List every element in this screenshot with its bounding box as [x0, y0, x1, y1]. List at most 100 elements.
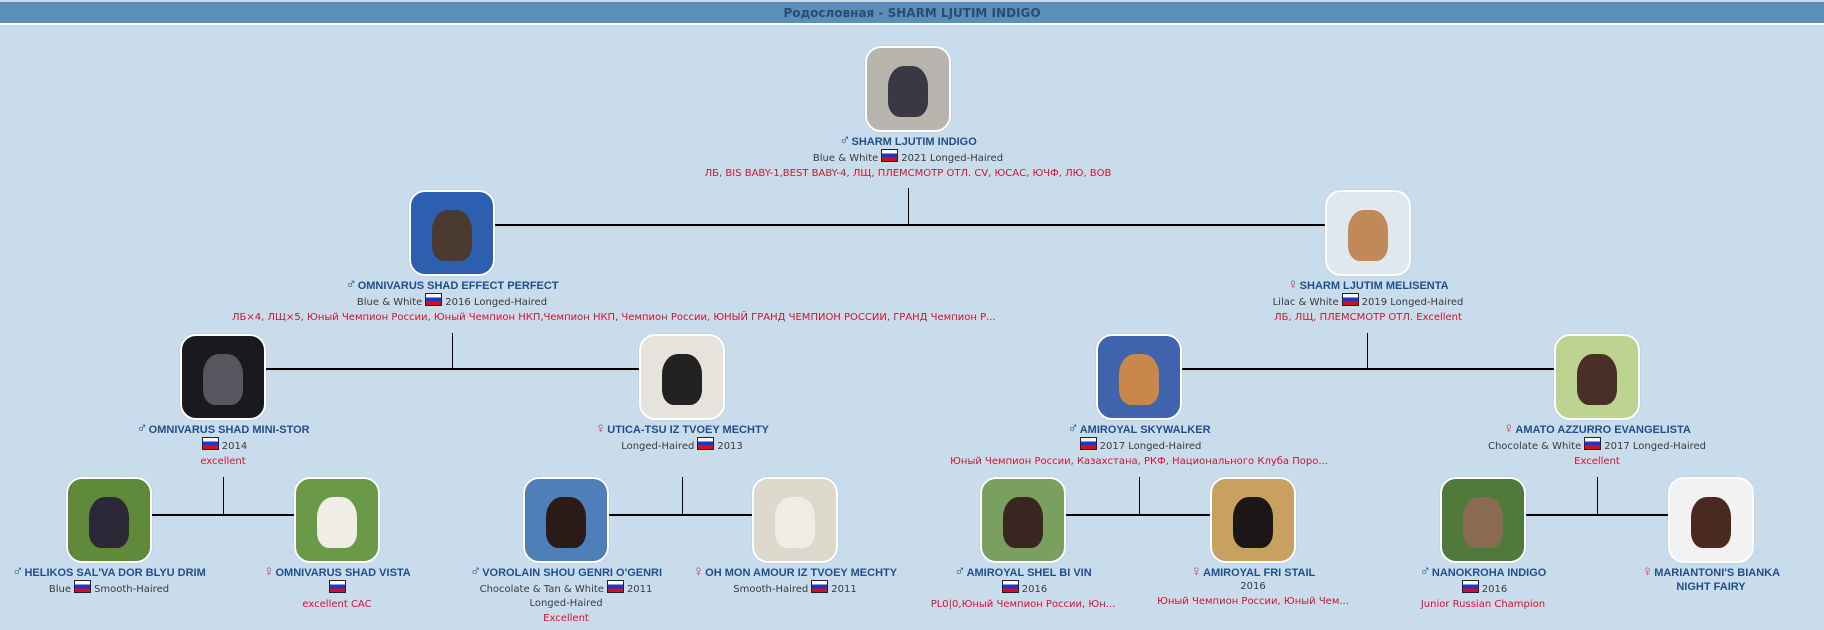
dog-name: VOROLAIN SHOU GENRI O'GENRI: [482, 567, 663, 579]
dog-photo[interactable]: [752, 477, 838, 563]
connector: [1525, 514, 1669, 516]
dog-photo[interactable]: [1325, 190, 1411, 276]
connector: [452, 333, 453, 368]
dog-name: OH MON AMOUR IZ TVOEY MECHTY: [705, 567, 898, 579]
russia-flag-icon: [881, 149, 899, 162]
dog-name-link[interactable]: ♂OMNIVARUS SHAD MINI-STOR: [3, 420, 443, 437]
dog-info: 2017 Longed-Haired: [919, 437, 1359, 454]
dog-silhouette: [203, 354, 243, 405]
dog-name-link[interactable]: ♂AMIROYAL SHEL BI VIN: [803, 563, 1243, 580]
dog-photo[interactable]: [1440, 477, 1526, 563]
russia-flag-icon: [606, 580, 624, 593]
dog-info: 2014: [3, 437, 443, 454]
dog-name-link[interactable]: ♂AMIROYAL SKYWALKER: [919, 420, 1359, 437]
dog-name-link[interactable]: ♀AMATO AZZURRO EVANGELISTA: [1377, 421, 1817, 437]
dog-silhouette: [1463, 497, 1503, 548]
female-icon: ♀: [595, 420, 607, 437]
dog-photo[interactable]: [523, 477, 609, 563]
male-icon: ♂: [136, 420, 148, 437]
female-icon: ♀: [263, 563, 275, 580]
female-icon: ♀: [1641, 563, 1654, 580]
dog-info-after: 2017 Longed-Haired: [1099, 441, 1202, 452]
dog-photo[interactable]: [66, 477, 152, 563]
dog-name: MARIANTONI'S BIANKA NIGHT FAIRY: [1654, 567, 1781, 593]
dog-photo[interactable]: [1096, 334, 1182, 420]
dog-titles: Excellent: [1574, 456, 1620, 467]
dog-photo[interactable]: [1668, 477, 1754, 563]
dog-name-link[interactable]: ♀UTICA-TSU IZ TVOEY MECHTY: [462, 420, 902, 437]
dog-name: SHARM LJUTIM MELISENTA: [1299, 280, 1449, 292]
dog-name-link[interactable]: ♀OH MON AMOUR IZ TVOEY MECHTY: [575, 564, 1015, 580]
dog-photo[interactable]: [639, 334, 725, 420]
dog-info-after: 2016: [1481, 584, 1508, 595]
dog-info-extra: Longed-Haired: [529, 598, 603, 609]
dog-name-link[interactable]: ♀AMIROYAL FRI STAIL: [1033, 563, 1473, 580]
dog-photo[interactable]: [294, 477, 380, 563]
dog-name-link[interactable]: ♀MARIANTONI'S BIANKA NIGHT FAIRY: [1636, 563, 1786, 594]
connector: [682, 477, 683, 514]
dog-silhouette: [1691, 497, 1731, 548]
dog-titles: Junior Russian Champion: [1420, 599, 1546, 610]
dog-info-before: Blue: [48, 584, 72, 595]
dog-name-link[interactable]: ♂VOROLAIN SHOU GENRI O'GENRI: [346, 564, 786, 580]
russia-flag-icon: [1341, 293, 1359, 306]
dog-name: HELIKOS SAL'VA DOR BLYU DRIM: [24, 567, 206, 579]
dog-name-link[interactable]: ♂OMNIVARUS SHAD EFFECT PERFECT: [232, 277, 672, 293]
dog-silhouette: [89, 497, 129, 548]
dog-name-link[interactable]: ♀SHARM LJUTIM MELISENTA: [1148, 277, 1588, 293]
connector: [1181, 368, 1555, 370]
dog-titles: excellent CAC: [302, 599, 372, 610]
dog-photo[interactable]: [409, 190, 495, 276]
dog-silhouette: [775, 497, 815, 548]
dog-name: OMNIVARUS SHAD MINI-STOR: [148, 424, 310, 436]
dog-info: 2016: [803, 580, 1243, 597]
dog-silhouette: [546, 497, 586, 548]
dog-name-link[interactable]: ♂HELIKOS SAL'VA DOR BLYU DRIM: [0, 563, 329, 580]
female-icon: ♀: [1190, 563, 1202, 580]
connector: [151, 514, 295, 516]
dog-photo[interactable]: [865, 46, 951, 132]
dog-name: AMATO AZZURRO EVANGELISTA: [1515, 424, 1691, 436]
dog-silhouette: [888, 66, 928, 117]
dog-photo[interactable]: [1554, 334, 1640, 420]
pedigree-node[interactable]: ♀OMNIVARUS SHAD VISTA excellent CAC: [117, 477, 557, 612]
male-icon: ♂: [954, 563, 966, 580]
dog-name-link[interactable]: ♂SHARM LJUTIM INDIGO: [688, 133, 1128, 149]
pedigree-node[interactable]: ♀AMATO AZZURRO EVANGELISTA Chocolate & Wh…: [1377, 334, 1817, 469]
dog-info-before: Chocolate & White: [1487, 441, 1582, 452]
dog-info-after: 2017 Longed-Haired: [1604, 441, 1707, 452]
dog-name: UTICA-TSU IZ TVOEY MECHTY: [607, 424, 769, 436]
connector: [265, 368, 640, 370]
dog-info-after: 2016: [1240, 581, 1266, 592]
dog-titles: PL0|0,Юный Чемпион России, Юн...: [930, 599, 1116, 610]
russia-flag-icon: [1079, 437, 1097, 450]
dog-info-after: 2021 Longed-Haired: [901, 153, 1004, 164]
dog-photo[interactable]: [1210, 477, 1296, 563]
dog-photo[interactable]: [180, 334, 266, 420]
dog-photo[interactable]: [980, 477, 1066, 563]
dog-name-link[interactable]: ♀OMNIVARUS SHAD VISTA: [117, 563, 557, 580]
male-icon: ♂: [12, 563, 24, 580]
pedigree-node[interactable]: ♀MARIANTONI'S BIANKA NIGHT FAIRY: [1491, 477, 1824, 594]
dog-titles: Excellent: [543, 613, 589, 624]
dog-name-link[interactable]: ♂NANOKROHA INDIGO: [1263, 564, 1703, 580]
male-icon: ♂: [1067, 420, 1079, 437]
dog-silhouette: [317, 497, 357, 548]
dog-info: 2016: [1263, 580, 1703, 597]
connector: [1597, 477, 1598, 514]
